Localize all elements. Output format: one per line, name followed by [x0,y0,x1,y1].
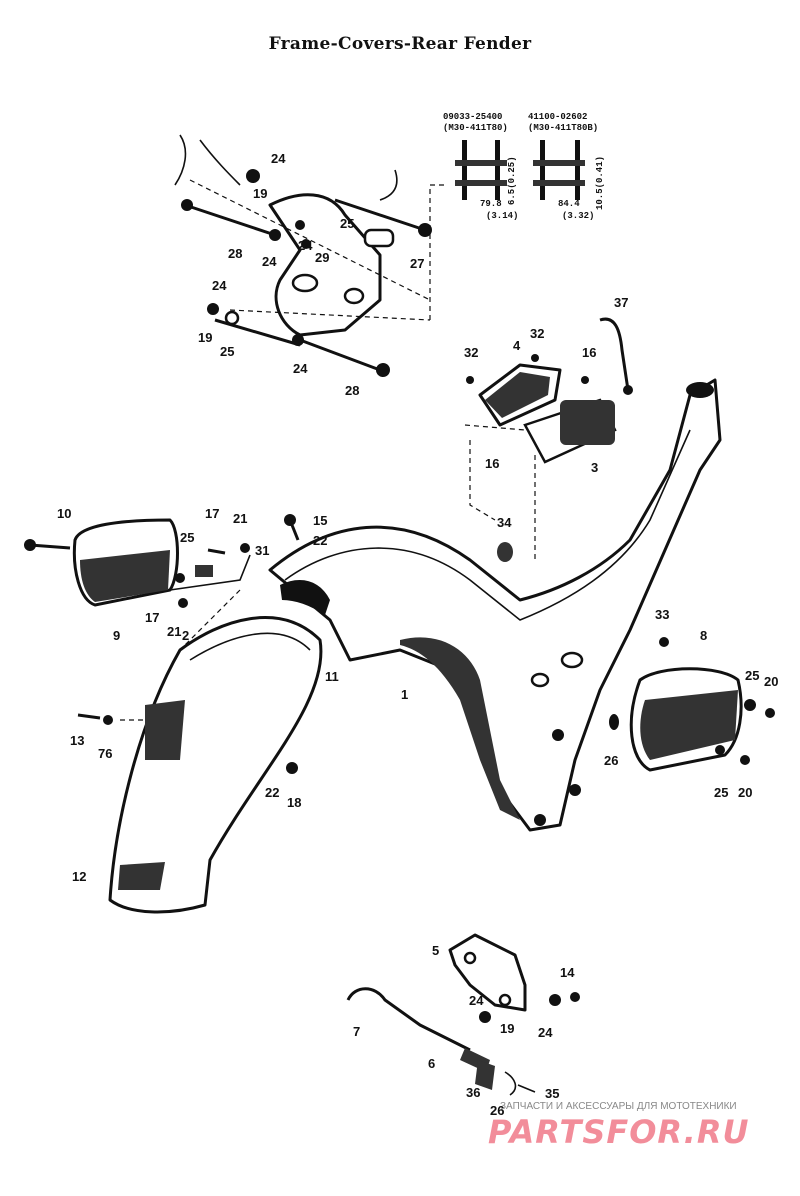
callout-7: 7 [353,1024,360,1039]
callout-20a: 20 [764,674,778,689]
callout-34: 34 [497,515,512,530]
callout-17b: 17 [145,610,159,625]
watermark-tagline: ЗАПЧАСТИ И АКСЕССУАРЫ ДЛЯ МОТОТЕХНИКИ [500,1101,737,1112]
callout-31: 31 [255,543,269,558]
spec-dim-a-in-2: (3.32) [562,211,594,221]
engine-mount-assembly [174,134,445,377]
page-title: Frame-Covers-Rear Fender [268,34,532,54]
callout-25c: 25 [714,785,728,800]
callout-32b: 32 [464,345,478,360]
callout-24e: 25 [220,344,234,359]
callout-4: 4 [513,338,521,353]
callout-13: 13 [70,733,84,748]
callout-9: 9 [113,628,120,643]
callout-37: 37 [614,295,628,310]
callout-32a: 32 [530,326,544,341]
callout-25b: 26 [604,753,618,768]
callout-22b: 22 [265,785,279,800]
callout-33: 33 [655,607,669,622]
right-side-cover [609,667,775,772]
callout-16a: 16 [582,345,596,360]
callout-21b: 21 [167,624,181,639]
callout-24c: 24 [298,238,313,253]
spec-dim-b-1: 6.5(0.25) [507,156,517,205]
callout-20b: 20 [738,785,752,800]
callout-24a: 24 [271,151,286,166]
callout-15: 15 [313,513,327,528]
callout-labels: 24 19 28 24 24 29 25 27 24 19 25 24 28 3… [57,151,778,1118]
spec-desc-1: (M30-411T80) [443,123,508,133]
callout-1: 1 [401,687,408,702]
spec-dim-a-2: 84.4 [558,199,580,209]
callout-8: 8 [700,628,707,643]
callout-6: 6 [428,1056,435,1071]
callout-28a: 28 [228,246,242,261]
callout-29a: 25 [180,530,194,545]
spec-dim-a-in-1: (3.14) [486,211,518,221]
callout-27: 27 [410,256,424,271]
callout-18: 18 [287,795,301,810]
callout-24f: 24 [293,361,308,376]
callout-11: 11 [325,669,339,684]
callout-5: 5 [432,943,439,958]
spec-partno-1: 09033-25400 [443,112,502,122]
callout-19a: 19 [253,186,267,201]
callout-24d: 25 [340,216,354,231]
callout-30: 29 [315,250,329,265]
callout-28b: 28 [345,383,359,398]
spec-partno-2: 41100-02602 [528,112,587,122]
callout-21a: 21 [233,511,247,526]
toolbox-assembly [464,317,633,560]
main-frame [268,378,722,832]
spec-dim-b-2: 10.5(0.41) [595,156,605,210]
callout-19b: 19 [198,330,212,345]
spec-desc-2: (M30-411T80B) [528,123,598,133]
callout-17a: 17 [205,506,219,521]
spec-dim-a-1: 79.8 [480,199,502,209]
bolt-spec-diagrams: 09033-25400 (M30-411T80) 41100-02602 (M3… [443,112,605,221]
callout-10: 10 [57,506,71,521]
callout-14: 14 [560,965,575,980]
callout-2: 2 [182,628,189,643]
callout-24g: 24 [538,1025,553,1040]
callout-16b: 16 [485,456,499,471]
callout-26: 26 [490,1103,504,1118]
callout-36: 36 [466,1085,480,1100]
frame-small-parts [77,354,669,774]
callout-23a: 24 [212,278,227,293]
callout-25a: 25 [745,668,759,683]
callout-3: 3 [591,460,598,475]
callout-19c: 19 [500,1021,514,1036]
left-side-cover [24,518,251,607]
lower-small-parts [346,933,580,1096]
callout-24b: 24 [262,254,277,269]
callout-22a: 22 [313,533,327,548]
callout-35: 35 [545,1086,559,1101]
callout-12: 12 [72,869,86,884]
callout-76: 76 [98,746,112,761]
watermark-logo: PARTSFOR.RU [488,1113,750,1151]
callout-23b: 24 [469,993,484,1008]
rear-fender [108,589,323,914]
